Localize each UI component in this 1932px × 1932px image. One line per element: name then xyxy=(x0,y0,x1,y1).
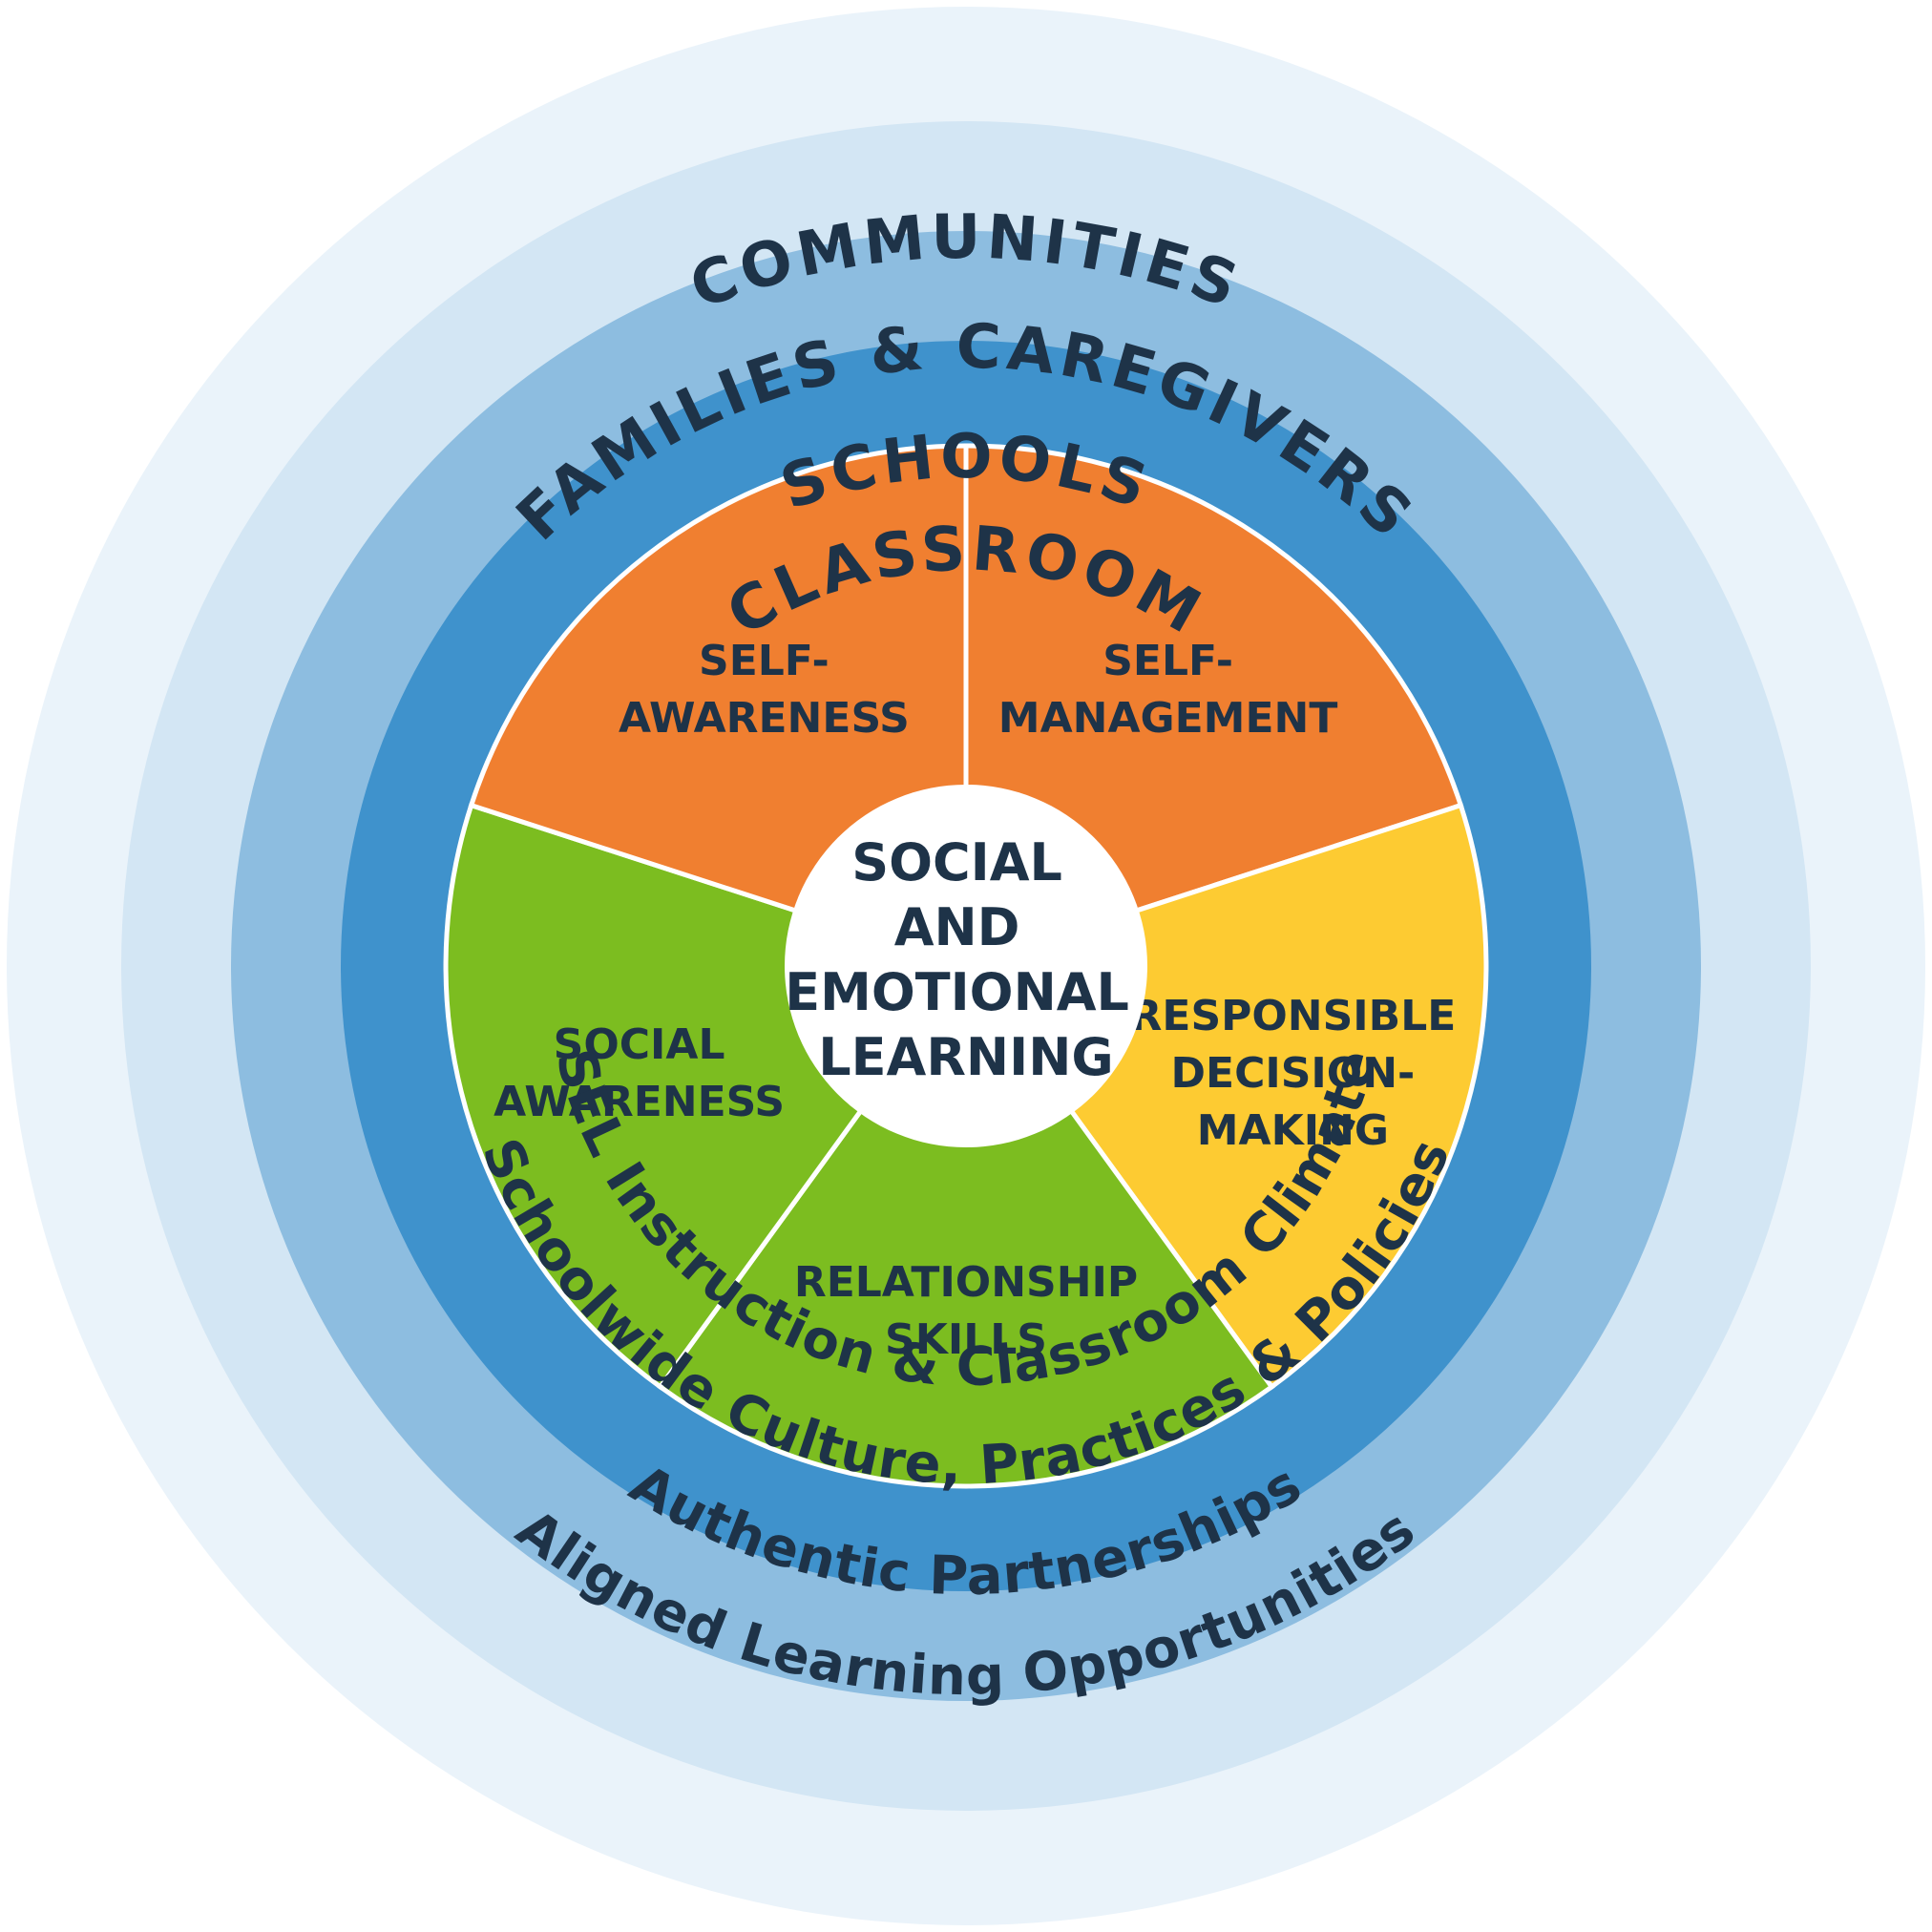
center-line: EMOTIONAL xyxy=(785,962,1129,1022)
center-line: SOCIAL xyxy=(851,832,1062,892)
segment-label-line: SELF- xyxy=(1102,637,1233,685)
segment-label-line: RELATIONSHIP xyxy=(794,1258,1138,1307)
segment-label-self-awareness: SELF- AWARENESS xyxy=(619,637,910,743)
segment-label-line: RESPONSIBLE xyxy=(1130,992,1457,1040)
segment-label-line: AWARENESS xyxy=(619,694,910,743)
segment-label-line: MAKING xyxy=(1197,1106,1389,1155)
segment-relationship-skills xyxy=(657,961,1275,1489)
segment-label-line: MANAGEMENT xyxy=(998,694,1338,743)
segment-label-relationship-skills: RELATIONSHIP SKILLS xyxy=(794,1258,1138,1364)
segment-label-line: DECISION- xyxy=(1171,1049,1416,1098)
segment-label-self-management: SELF- MANAGEMENT xyxy=(998,637,1338,743)
center-line: AND xyxy=(894,897,1020,957)
segment-label-responsible-decision-making: RESPONSIBLE DECISION- MAKING xyxy=(1130,992,1457,1155)
segment-label-line: SELF- xyxy=(699,637,830,685)
segment-label-line: AWARENESS xyxy=(494,1078,785,1126)
segment-label-line: SOCIAL xyxy=(554,1020,725,1069)
center-circle xyxy=(785,785,1147,1147)
center-label: SOCIAL AND EMOTIONAL LEARNING xyxy=(785,832,1147,1087)
segment-label-social-awareness: SOCIAL AWARENESS xyxy=(494,1020,785,1126)
center-line: LEARNING xyxy=(818,1027,1113,1087)
segment-label-line: SKILLS xyxy=(885,1315,1047,1364)
